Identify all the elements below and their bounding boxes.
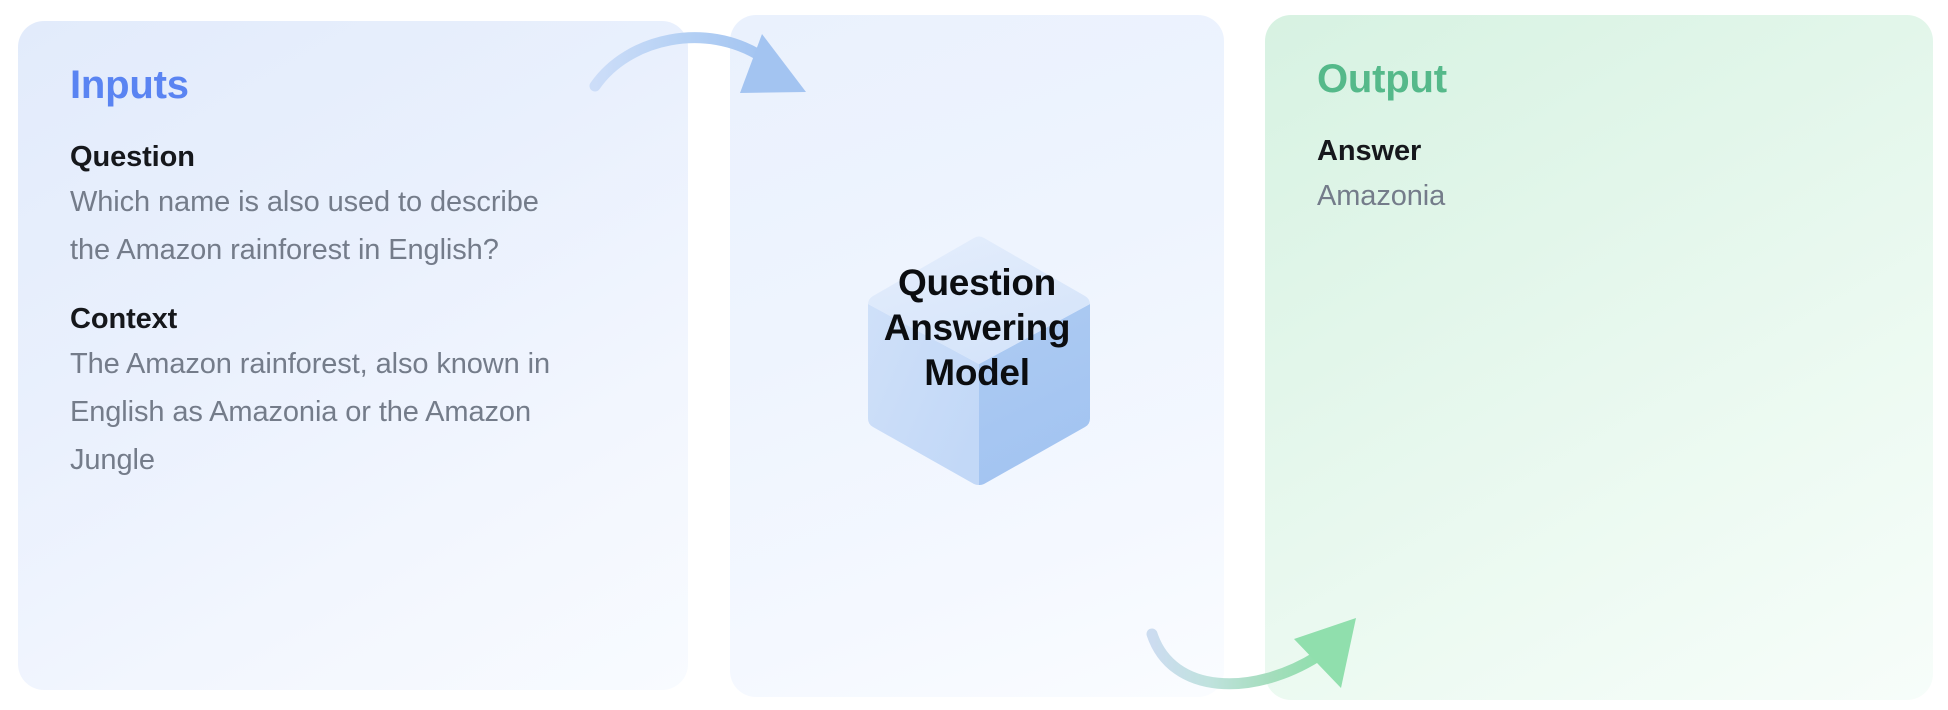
context-field: Context The Amazon rainforest, also know… xyxy=(70,301,636,485)
context-value: The Amazon rainforest, also known in Eng… xyxy=(70,348,550,476)
inputs-card-title: Inputs xyxy=(70,63,189,107)
question-field: Question Which name is also used to desc… xyxy=(70,139,636,275)
isometric-cube-icon xyxy=(867,236,1091,486)
question-label: Question xyxy=(70,141,195,173)
answer-value: Amazonia xyxy=(1317,180,1446,213)
context-label: Context xyxy=(70,302,178,335)
inputs-card: Inputs Question Which name is also used … xyxy=(18,21,688,690)
output-card: Output Answer Amazonia xyxy=(1265,15,1933,700)
output-card-title: Output xyxy=(1317,57,1447,101)
model-card: Question Answering Model xyxy=(730,15,1224,697)
answer-field: Answer Amazonia xyxy=(1317,133,1881,221)
question-value: Which name is also used to describe the … xyxy=(70,186,539,267)
answer-label: Answer xyxy=(1317,135,1422,167)
cube-icon xyxy=(862,232,1096,490)
